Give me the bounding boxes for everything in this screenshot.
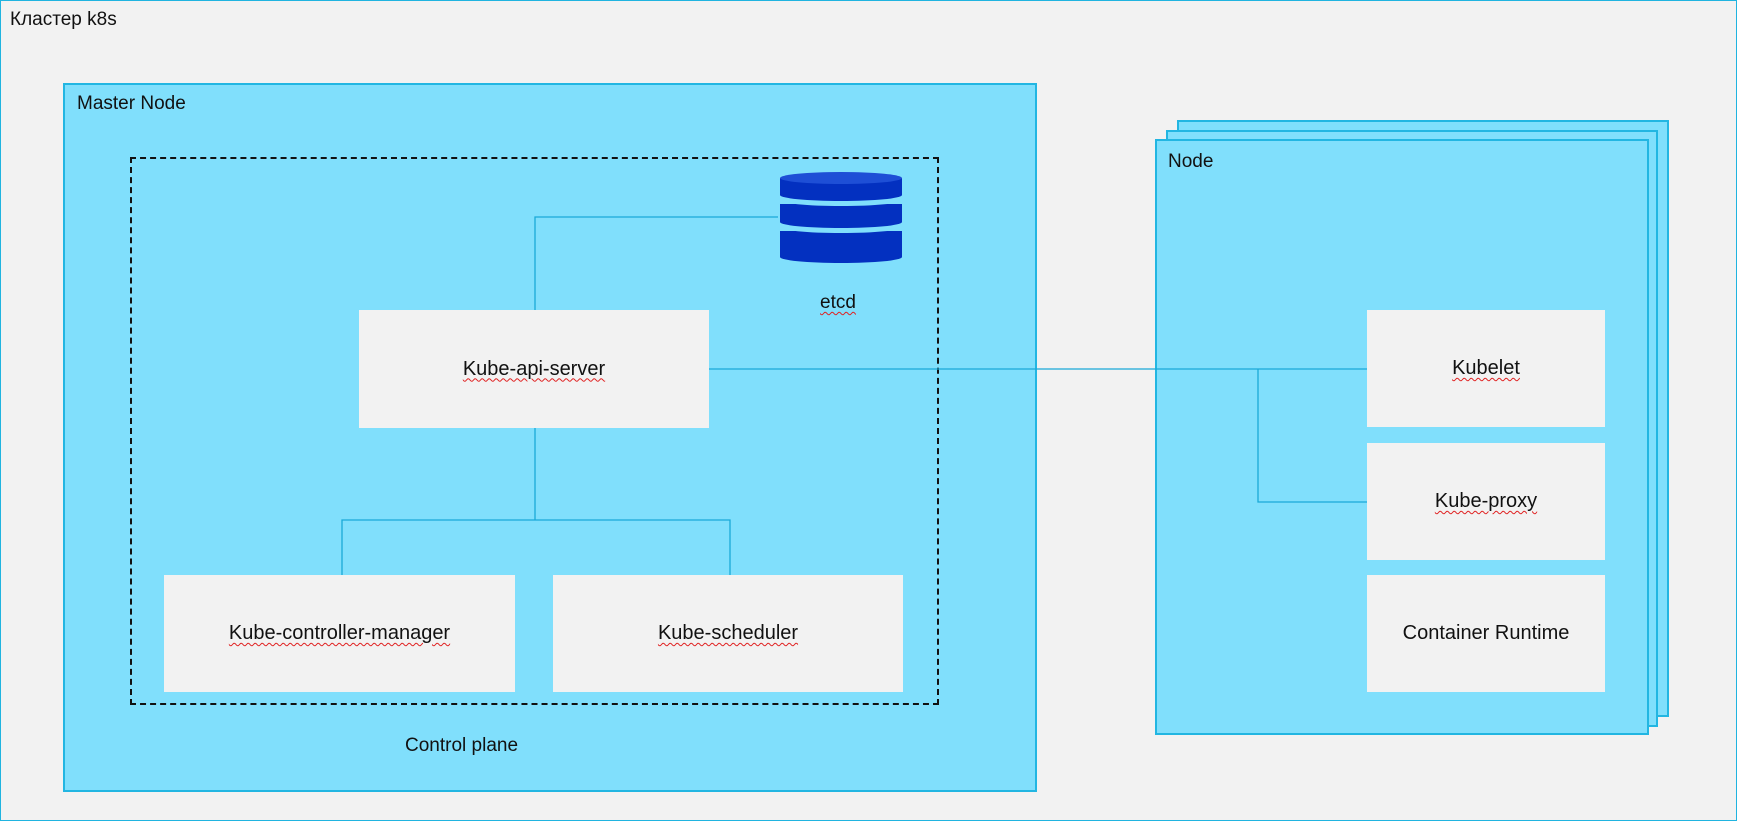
kube-controller-manager-label: Kube-controller-manager [228,622,451,644]
kubelet-label: Kubelet [1452,357,1520,379]
container-runtime-box: Container Runtime [1367,575,1605,692]
kubelet-box: Kubelet [1367,310,1605,427]
master-node-title: Master Node [77,93,186,114]
container-runtime-label: Container Runtime [1402,622,1570,644]
kube-scheduler-box: Kube-scheduler [553,575,903,692]
control-plane-caption: Control plane [405,735,519,756]
database-icon [779,172,903,263]
worker-node-title: Node [1168,151,1214,172]
kube-controller-manager-box: Kube-controller-manager [164,575,515,692]
etcd-label: etcd [820,292,856,313]
cluster-title: Кластер k8s [10,9,117,30]
control-plane-boundary [130,157,939,705]
kube-scheduler-label: Kube-scheduler [657,622,799,644]
kube-proxy-box: Kube-proxy [1367,443,1605,560]
kube-api-server-label: Kube-api-server [462,357,606,380]
kube-api-server-box: Kube-api-server [359,310,709,428]
kube-proxy-label: Kube-proxy [1434,490,1538,512]
